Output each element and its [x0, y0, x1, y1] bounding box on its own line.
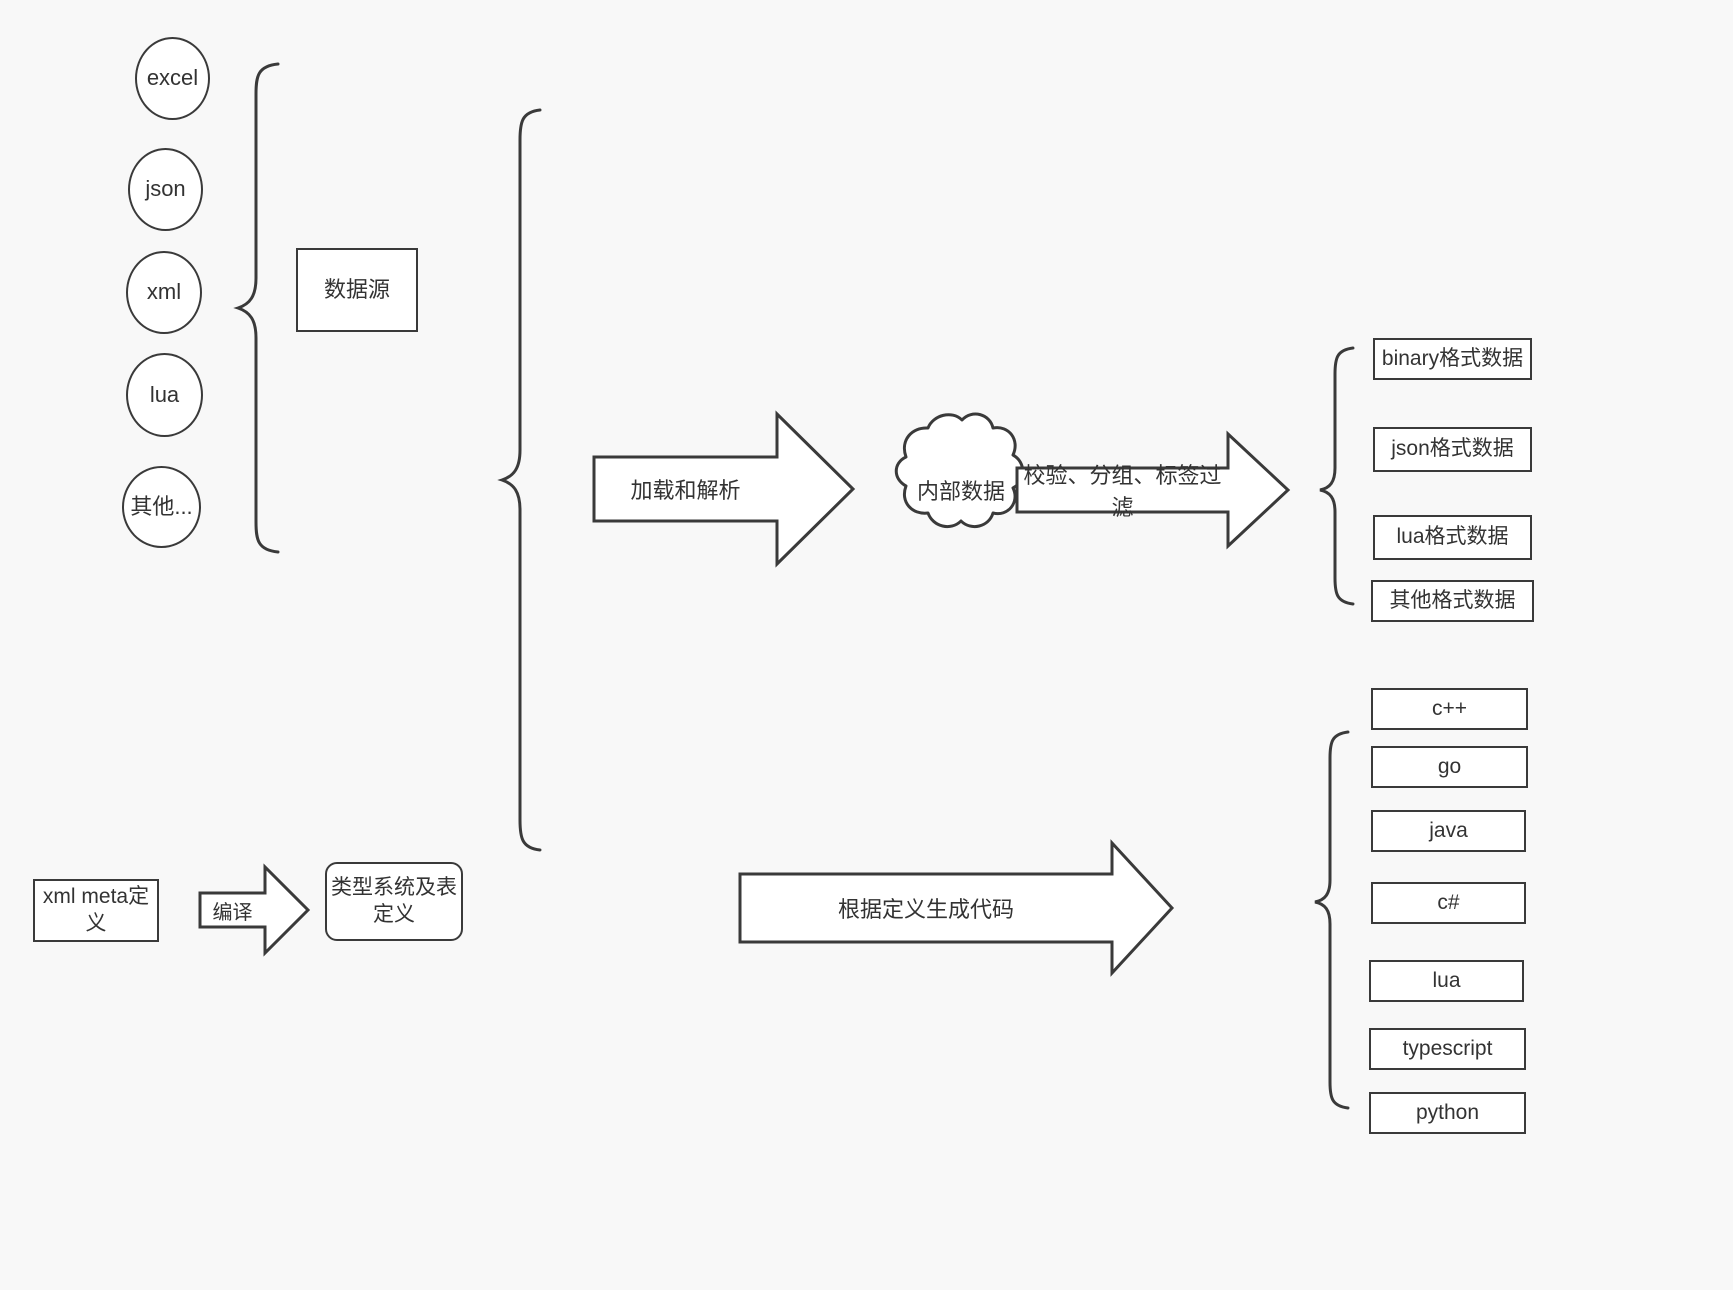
source-label-other: 其他... [130, 493, 193, 519]
internal-data-cloud-shape [894, 412, 1025, 529]
source-node-json[interactable]: json [128, 148, 203, 231]
source-node-other[interactable]: 其他... [122, 466, 201, 548]
type-system-label-line1: 类型系统及表 [331, 875, 457, 899]
compile-arrow-shape [198, 863, 311, 957]
output-format-label-binary: binary格式数据 [1381, 346, 1524, 370]
data-source-box[interactable]: 数据源 [296, 248, 418, 332]
xml-meta-definition-box[interactable]: xml meta定义 [33, 879, 159, 942]
output-format-label-json: json格式数据 [1391, 437, 1514, 461]
source-node-xml[interactable]: xml [126, 251, 202, 334]
output-language-label-cpp: c++ [1431, 696, 1468, 720]
output-language-typescript[interactable]: typescript [1369, 1028, 1526, 1070]
sources-brace [233, 62, 280, 554]
type-system-label-line2: 定义 [373, 902, 415, 926]
output-language-label-csharp: c# [1437, 890, 1460, 914]
output-format-json[interactable]: json格式数据 [1373, 427, 1532, 472]
output-format-lua[interactable]: lua格式数据 [1373, 515, 1532, 560]
pipeline-input-brace [497, 108, 542, 852]
output-language-go[interactable]: go [1371, 746, 1528, 788]
source-label-json: json [145, 176, 186, 202]
codegen-arrow-shape [738, 839, 1175, 977]
filter-arrow-shape [1015, 430, 1291, 550]
output-language-label-typescript: typescript [1402, 1036, 1493, 1060]
data-format-brace [1319, 346, 1355, 606]
output-language-python[interactable]: python [1369, 1092, 1526, 1134]
data-source-label: 数据源 [323, 276, 390, 302]
xml-meta-definition-label: xml meta定义 [42, 884, 150, 935]
output-format-other[interactable]: 其他格式数据 [1371, 580, 1534, 622]
output-language-csharp[interactable]: c# [1371, 882, 1526, 924]
source-label-xml: xml [146, 279, 182, 305]
type-system-box[interactable]: 类型系统及表 定义 [325, 862, 463, 941]
output-language-java[interactable]: java [1371, 810, 1526, 852]
output-language-cpp[interactable]: c++ [1371, 688, 1528, 730]
source-label-lua: lua [149, 381, 180, 407]
output-language-lua[interactable]: lua [1369, 960, 1524, 1002]
output-language-label-python: python [1415, 1100, 1480, 1124]
output-format-label-lua: lua格式数据 [1396, 525, 1509, 549]
source-label-excel: excel [146, 65, 199, 91]
output-language-label-lua: lua [1432, 968, 1461, 992]
output-format-binary[interactable]: binary格式数据 [1373, 338, 1532, 380]
language-brace [1314, 730, 1350, 1110]
output-language-label-java: java [1429, 818, 1468, 842]
output-language-label-go: go [1437, 754, 1462, 778]
source-node-lua[interactable]: lua [126, 353, 203, 437]
load-parse-arrow-shape [592, 410, 856, 568]
source-node-excel[interactable]: excel [135, 37, 210, 120]
output-format-label-other: 其他格式数据 [1389, 588, 1516, 612]
